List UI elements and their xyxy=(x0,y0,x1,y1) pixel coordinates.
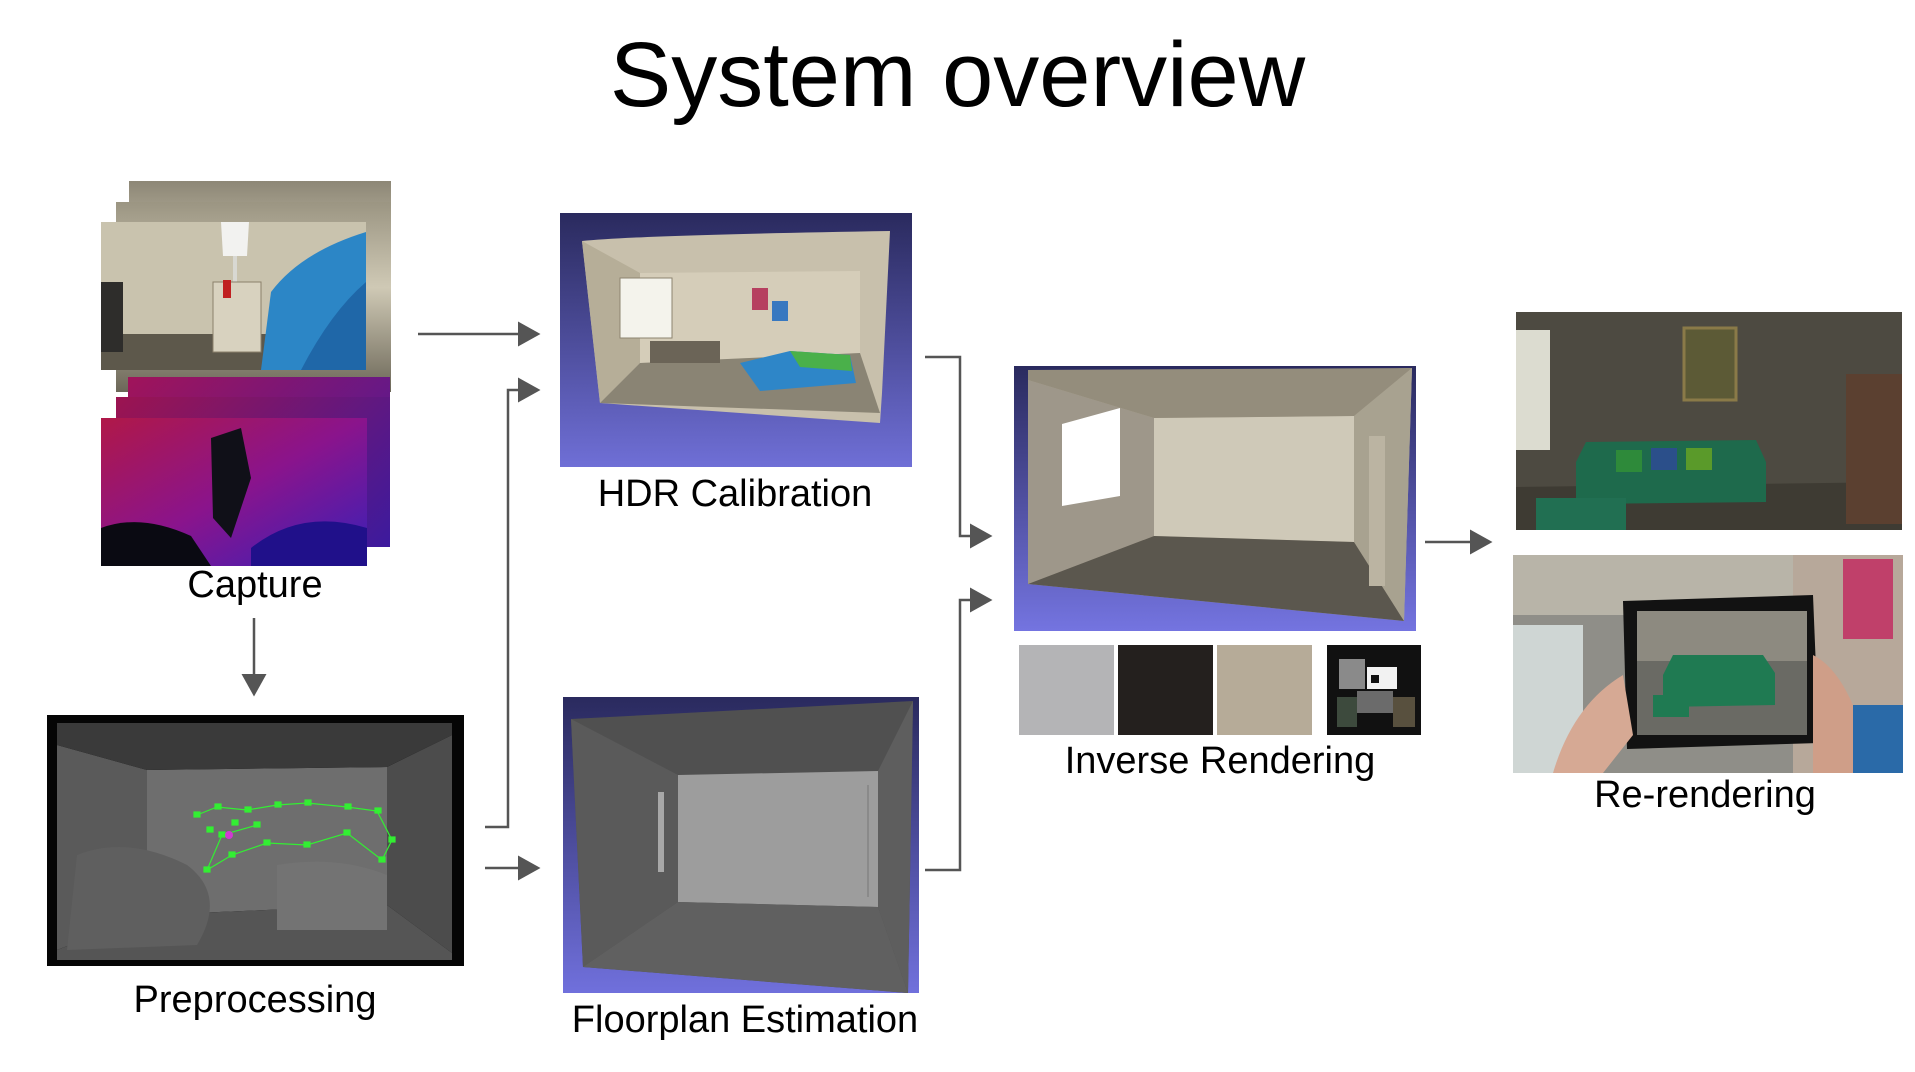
page-title: System overview xyxy=(609,24,1306,126)
rerender-virtual-scene xyxy=(1516,312,1902,530)
rerender-tablet-photo xyxy=(1513,555,1903,773)
material-swatch-2 xyxy=(1118,645,1213,735)
floorplan-view xyxy=(563,697,919,993)
stage-label-rerender: Re-rendering xyxy=(1594,774,1816,816)
rerender-ar-photo xyxy=(1513,555,1903,773)
painting xyxy=(1682,326,1738,402)
material-swatch-3 xyxy=(1217,645,1312,735)
capture-depth-frame-1 xyxy=(101,418,367,566)
left-hand xyxy=(1553,675,1633,773)
floorplan-render xyxy=(571,701,913,993)
stage-label-hdr: HDR Calibration xyxy=(597,473,873,515)
lamp-shade xyxy=(221,222,249,256)
lighting-environment-map xyxy=(1327,645,1421,735)
stage-label-floorplan: Floorplan Estimation xyxy=(571,999,919,1041)
capture-rgb-frame-1 xyxy=(101,222,366,370)
bed-mesh xyxy=(277,861,387,930)
arrow-preprocessing-to-hdr xyxy=(485,377,541,829)
arrow-floorplan-to-inverse xyxy=(925,587,993,872)
stage-label-preprocessing: Preprocessing xyxy=(133,979,377,1021)
hdr-calibration-view xyxy=(560,213,912,467)
depth-map xyxy=(101,418,367,566)
preprocessing-mesh-view xyxy=(47,715,464,966)
material-swatch-1 xyxy=(1019,645,1114,735)
stage-label-inverse: Inverse Rendering xyxy=(1064,740,1376,782)
hdr-room-render xyxy=(582,231,890,423)
camera-trajectory xyxy=(193,799,396,873)
arrow-hdr-to-inverse xyxy=(925,355,993,549)
mesh-render xyxy=(57,723,452,960)
rerender-living-room xyxy=(1516,312,1902,530)
window-light xyxy=(1062,408,1120,506)
inverse-rendering-view xyxy=(1014,366,1416,631)
bedroom-photo xyxy=(101,222,366,370)
inverse-room-render xyxy=(1028,368,1412,621)
stage-label-capture: Capture xyxy=(187,564,323,606)
